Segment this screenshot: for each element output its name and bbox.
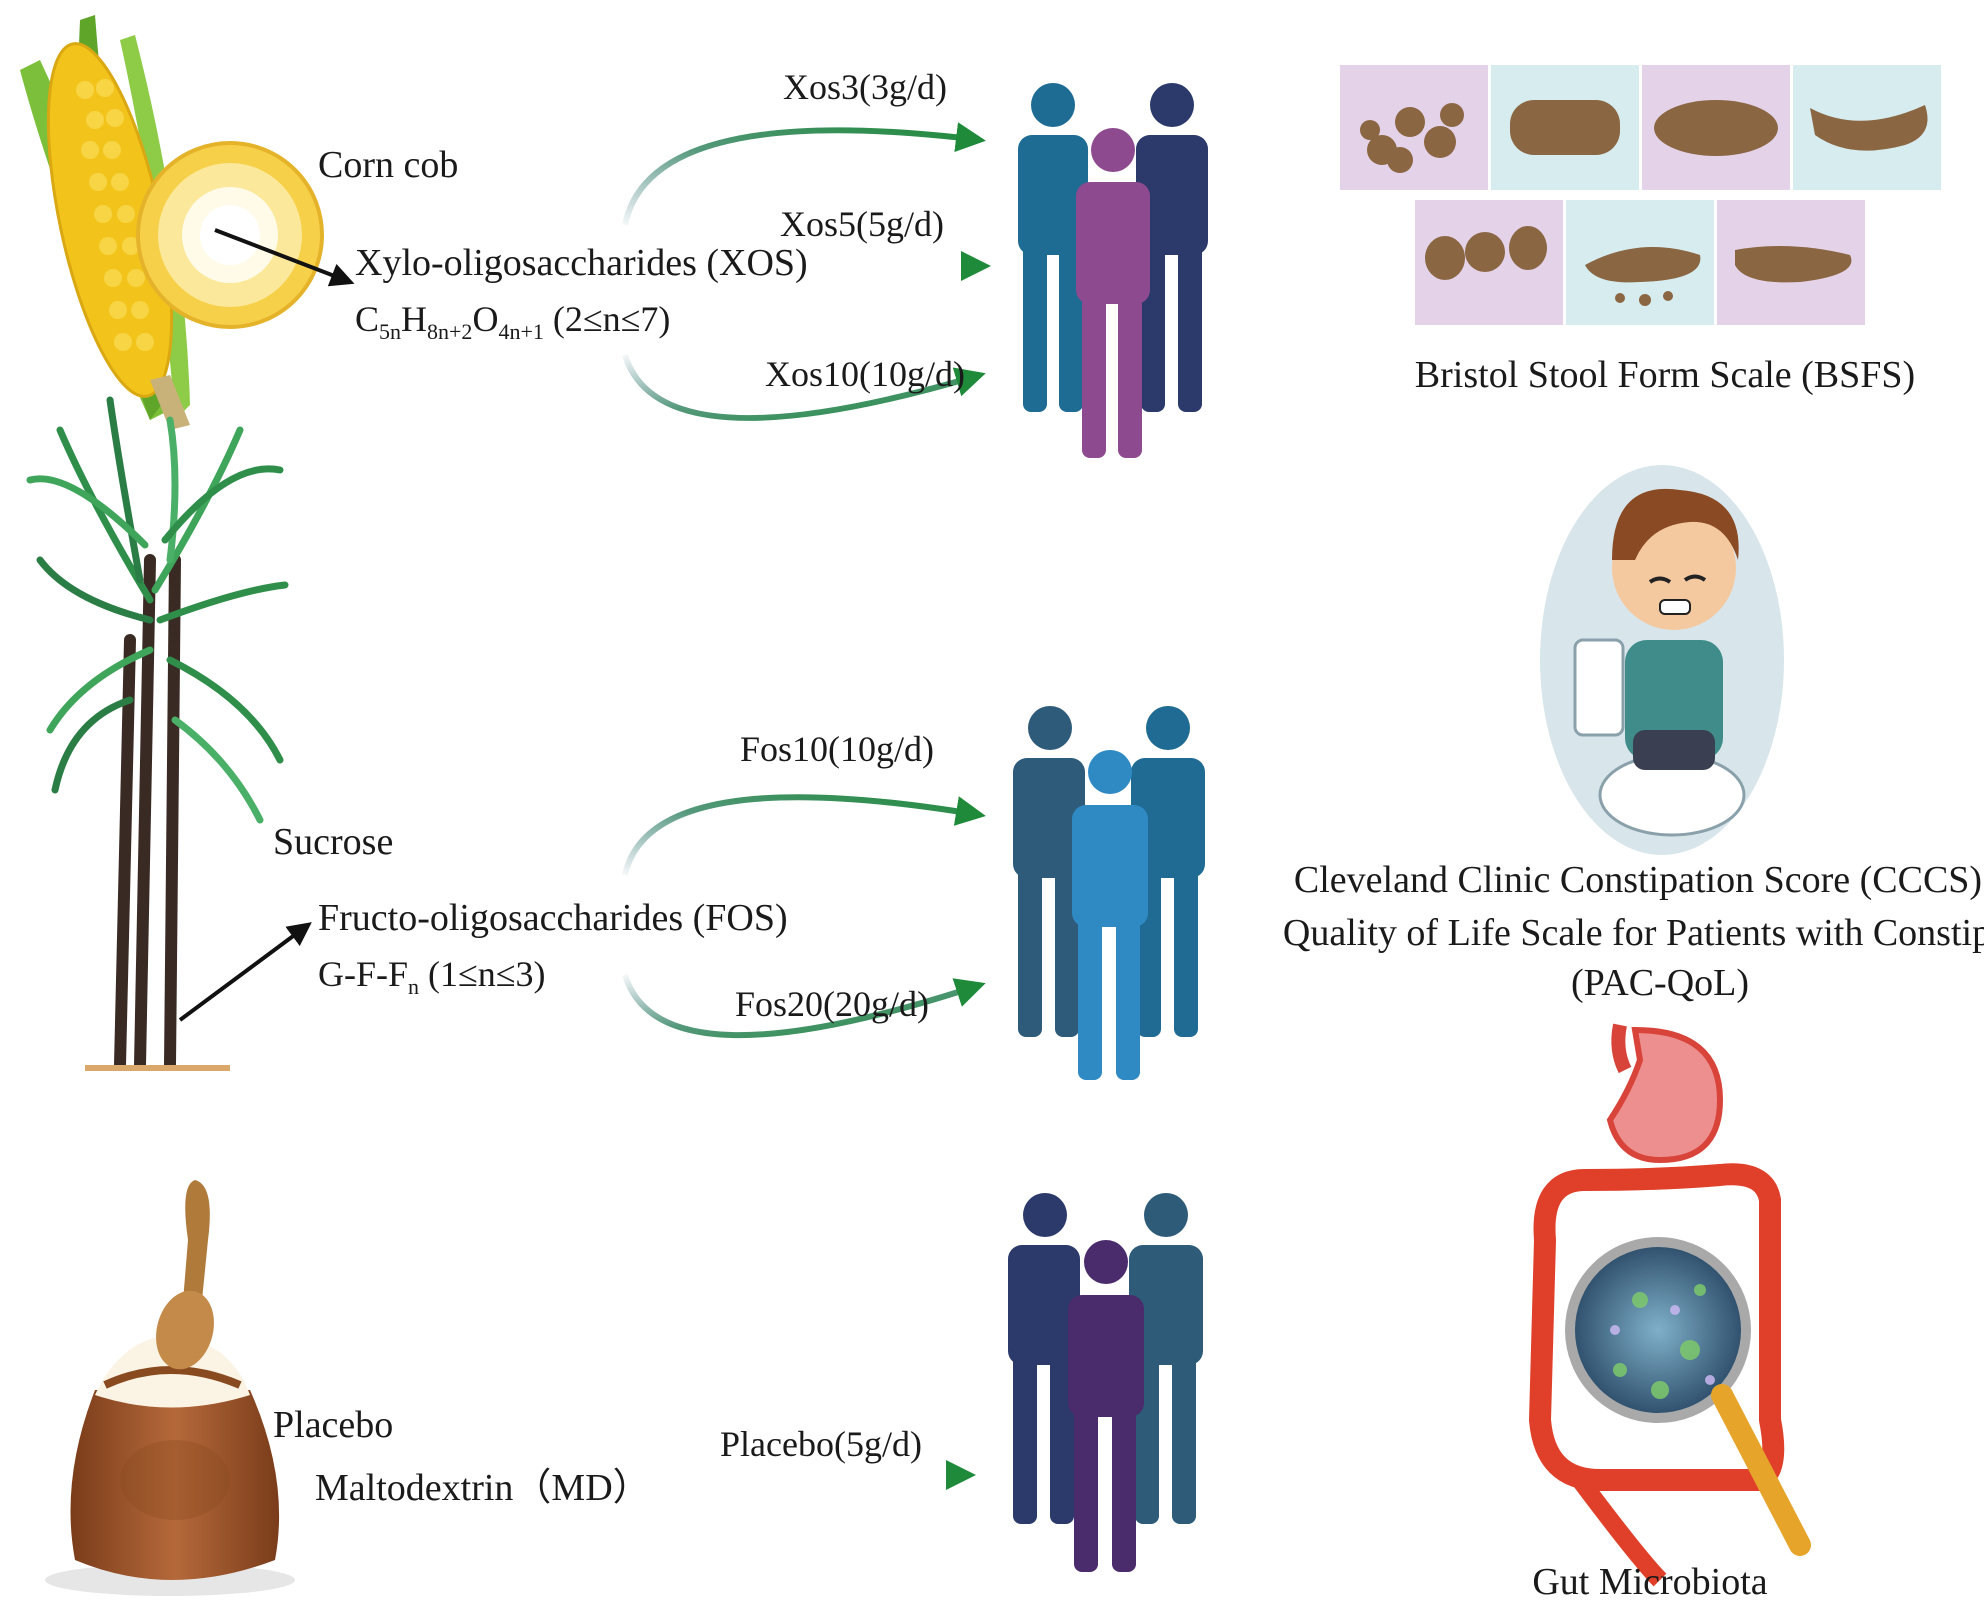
bsfs-label: Bristol Stool Form Scale (BSFS) — [1414, 354, 1916, 396]
arrow-xos10 — [622, 354, 986, 421]
arrow-fos20 — [622, 974, 986, 1039]
arrow-xos3 — [622, 122, 986, 226]
flour-sack-icon — [45, 1180, 295, 1596]
corn-cob-icon — [20, 15, 324, 430]
arrow-label-fos20: Fos20(20g/d) — [735, 984, 930, 1024]
compound-label-xos: Xylo-oligosaccharides (XOS) — [355, 242, 808, 284]
constipated-child-icon — [1540, 465, 1784, 855]
people-group-icon — [1008, 1193, 1203, 1572]
pacqol-label-line1: Quality of Life Scale for Patients with … — [1282, 912, 1984, 954]
source-label-placebo: Placebo — [273, 1404, 394, 1446]
arrow-label-xos3: Xos3(3g/d) — [783, 67, 947, 107]
source-label-sucrose: Sucrose — [273, 821, 394, 863]
cccs-label: Cleveland Clinic Constipation Score (CCC… — [1293, 859, 1983, 901]
corn-to-xos-arrow — [214, 228, 355, 287]
arrow-fos10 — [622, 794, 986, 876]
microbiota-label: Gut Microbiota — [1532, 1561, 1768, 1603]
people-group-icon — [1018, 83, 1208, 458]
people-group-icon — [1013, 706, 1205, 1080]
arrow-label-placebo: Placebo(5g/d) — [720, 1424, 922, 1464]
cane-to-fos-arrow — [178, 922, 312, 1022]
arrow-label-xos10: Xos10(10g/d) — [765, 354, 965, 394]
source-label-corn: Corn cob — [318, 144, 459, 186]
sugarcane-icon — [26, 396, 289, 1071]
compound-label-fos: Fructo-oligosaccharides (FOS) — [318, 897, 788, 939]
intestine-magnifier-icon — [1529, 1023, 1811, 1587]
compound-label-md: Maltodextrin（MD） — [315, 1467, 651, 1509]
arrow-label-xos5: Xos5(5g/d) — [780, 204, 944, 244]
formula-xos: C5nH8n+2O4n+1 (2≤n≤7) — [355, 299, 671, 345]
stool-chart-icon — [1340, 65, 1941, 325]
formula-fos: G-F-Fn (1≤n≤3) — [318, 954, 546, 1000]
arrow-label-fos10: Fos10(10g/d) — [740, 729, 935, 769]
pacqol-label-line2: (PAC-QoL) — [1570, 962, 1750, 1004]
